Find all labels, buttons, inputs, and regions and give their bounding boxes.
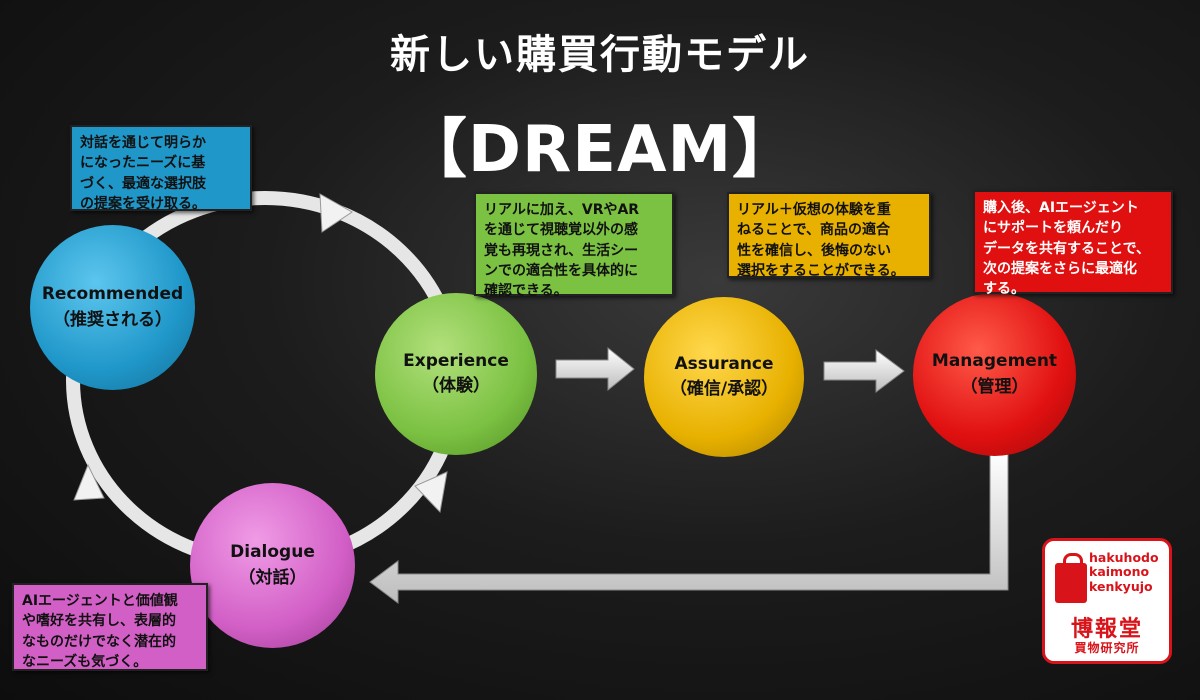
stage-experience: Experience （体験） <box>375 293 537 455</box>
hakuhodo-logo: hakuhodo kaimono kenkyujo 博報堂 買物研究所 <box>1042 538 1172 664</box>
arrow-experience-assurance <box>555 346 635 392</box>
stage-label-jp: （推奨される） <box>53 309 172 330</box>
shopping-bag-icon <box>1055 553 1087 603</box>
note-line: リアルに加え、VRやAR <box>484 202 640 218</box>
note-line: 覚も再現され、生活シー <box>484 242 639 259</box>
stage-label-jp: （確信/承認） <box>669 379 779 399</box>
model-name: 【DREAM】 <box>402 113 798 187</box>
note-management: 購入後、AIエージェント にサポートを頼んだり データを共有することで、 次の提… <box>973 190 1173 297</box>
logo-text-jp: 博報堂 <box>1070 617 1143 642</box>
note-line: 次の提案をさらに最適化 <box>983 260 1137 277</box>
note-line: 性を確信し、後悔のない <box>737 242 891 259</box>
note-assurance: リアル＋仮想の体験を重 ねることで、商品の適合 性を確信し、後悔のない 選択をす… <box>727 192 931 279</box>
note-line: を通じて視聴覚以外の感 <box>484 222 638 239</box>
note-line: ンでの適合性を具体的に <box>484 262 638 279</box>
note-recommended: 対話を通じて明らか になったニーズに基 づく、最適な選択肢 の提案を受け取る。 <box>70 125 252 212</box>
stage-label-en: Management <box>931 351 1058 371</box>
stage-dialogue: Dialogue （対話） <box>190 483 355 648</box>
arrow-assurance-management <box>823 349 905 393</box>
arrow-management-dialogue <box>369 451 1009 604</box>
note-line: 選択をすることができる。 <box>737 262 905 279</box>
logo-en-line: kaimono <box>1089 564 1150 580</box>
cycle-arrowhead-right <box>414 471 448 514</box>
logo-en-line: kenkyujo <box>1089 578 1153 594</box>
note-experience: リアルに加え、VRやAR を通じて視聴覚以外の感 覚も再現され、生活シー ンでの… <box>474 192 674 299</box>
note-line: や嗜好を共有し、表層的 <box>22 613 176 630</box>
stage-label-en: Experience <box>403 350 509 371</box>
stage-label-en: Assurance <box>674 353 774 374</box>
note-line: ねることで、商品の適合 <box>737 222 891 239</box>
note-line: なニーズも気づく。 <box>22 653 148 670</box>
logo-text-jp-sub: 買物研究所 <box>1074 641 1140 655</box>
note-line: 確認できる。 <box>484 283 568 300</box>
note-line: にサポートを頼んだり <box>983 220 1123 237</box>
note-line: の提案を受け取る。 <box>80 195 206 212</box>
note-line: リアル＋仮想の体験を重 <box>737 202 891 218</box>
note-line: 購入後、AIエージェント <box>983 200 1139 216</box>
stage-management: Management （管理） <box>913 293 1076 456</box>
note-line: 対話を通じて明らか <box>80 135 206 151</box>
note-line: なものだけでなく潜在的 <box>22 633 176 650</box>
logo-text-en: hakuhodo kaimono kenkyujo <box>1089 550 1159 594</box>
note-line: になったニーズに基 <box>80 155 206 172</box>
stage-label-jp: （管理） <box>960 376 1029 397</box>
stage-label-jp: （体験） <box>422 376 490 396</box>
stage-assurance: Assurance （確信/承認） <box>644 297 804 457</box>
note-dialogue: AIエージェントと価値観 や嗜好を共有し、表層的 なものだけでなく潜在的 なニー… <box>12 583 208 671</box>
note-line: する。 <box>983 281 1025 298</box>
stage-recommended: Recommended （推奨される） <box>30 225 195 390</box>
note-line: データを共有することで、 <box>983 240 1151 257</box>
note-line: AIエージェントと価値観 <box>22 593 178 609</box>
note-line: づく、最適な選択肢 <box>80 175 206 192</box>
stage-label-en: Recommended <box>41 284 184 304</box>
cycle-arrowhead-left <box>73 463 105 501</box>
logo-en-line: hakuhodo <box>1089 550 1159 565</box>
page-title: 新しい購買行動モデル <box>390 32 810 78</box>
stage-label-en: Dialogue <box>230 542 315 562</box>
stage-label-jp: （対話） <box>238 567 307 588</box>
cycle-arrowhead-top <box>319 193 353 233</box>
